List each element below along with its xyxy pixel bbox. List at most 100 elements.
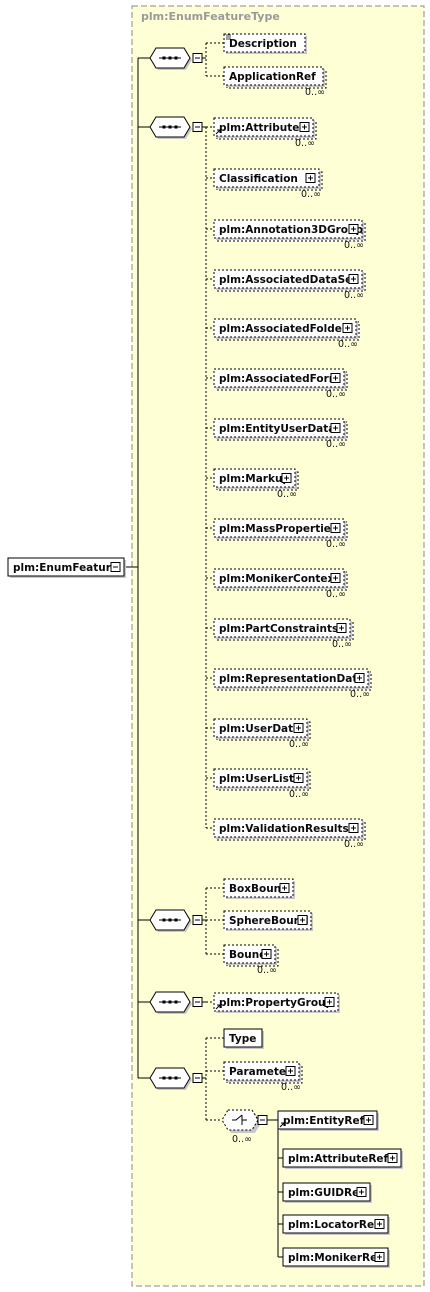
element-box[interactable] bbox=[213, 219, 363, 239]
element-box[interactable] bbox=[282, 1247, 389, 1267]
element-box[interactable] bbox=[223, 1061, 300, 1081]
expand-icon[interactable] bbox=[297, 915, 308, 925]
collapse-icon[interactable] bbox=[192, 997, 203, 1007]
sequence-2[interactable] bbox=[149, 116, 192, 139]
sequence-1[interactable] bbox=[149, 47, 192, 70]
expand-icon[interactable] bbox=[330, 423, 341, 433]
element-plm-entityref[interactable]: plm:EntityRef bbox=[277, 1110, 379, 1131]
element-plm-associatedfolder[interactable]: plm:AssociatedFolder bbox=[213, 318, 360, 341]
element-box[interactable] bbox=[213, 568, 345, 588]
element-box[interactable] bbox=[213, 318, 357, 338]
expand-icon[interactable] bbox=[387, 1153, 398, 1163]
element-box[interactable] bbox=[282, 1148, 402, 1168]
element-plm-attributeref[interactable]: plm:AttributeRef bbox=[282, 1148, 403, 1169]
expand-icon[interactable] bbox=[281, 473, 292, 483]
element-box[interactable] bbox=[213, 269, 363, 289]
expand-icon[interactable] bbox=[374, 1219, 385, 1229]
expand-icon[interactable] bbox=[330, 373, 341, 383]
element-label: plm:MonikerRef bbox=[288, 1252, 382, 1264]
collapse-icon[interactable] bbox=[110, 562, 121, 572]
element-box[interactable] bbox=[213, 518, 345, 538]
element-box[interactable] bbox=[213, 768, 308, 788]
expand-icon[interactable] bbox=[363, 1115, 374, 1125]
element-plm-partconstraints[interactable]: plm:PartConstraints bbox=[213, 618, 354, 641]
element-box[interactable] bbox=[213, 117, 314, 137]
element-box[interactable] bbox=[7, 557, 125, 577]
expand-icon[interactable] bbox=[293, 773, 304, 783]
element-box[interactable] bbox=[213, 418, 345, 438]
collapse-icon[interactable] bbox=[192, 53, 203, 63]
element-boxbound[interactable]: BoxBound bbox=[223, 878, 295, 899]
element-box[interactable] bbox=[277, 1110, 378, 1130]
expand-icon[interactable] bbox=[285, 1066, 296, 1076]
collapse-icon[interactable] bbox=[192, 122, 203, 132]
expand-icon[interactable] bbox=[348, 823, 359, 833]
element-description[interactable]: Description bbox=[223, 33, 307, 54]
element-plm-representationdata[interactable]: plm:RepresentationData bbox=[213, 668, 372, 691]
element-plm-validationresults[interactable]: plm:ValidationResults bbox=[213, 818, 366, 841]
expand-icon[interactable] bbox=[374, 1252, 385, 1262]
expand-icon[interactable] bbox=[330, 573, 341, 583]
element-plm-monikercontext[interactable]: plm:MonikerContext bbox=[213, 568, 348, 591]
expand-icon[interactable] bbox=[305, 173, 316, 183]
element-plm-guidref[interactable]: plm:GUIDRef bbox=[282, 1182, 372, 1203]
element-box[interactable] bbox=[213, 818, 363, 838]
collapse-icon[interactable] bbox=[192, 915, 203, 925]
expand-icon[interactable] bbox=[293, 723, 304, 733]
expand-icon[interactable] bbox=[336, 623, 347, 633]
choice-shape[interactable] bbox=[221, 1109, 259, 1131]
element-box[interactable] bbox=[223, 878, 294, 898]
root-element[interactable]: plm:EnumFeature bbox=[7, 557, 126, 578]
element-classification[interactable]: Classification bbox=[213, 168, 323, 191]
sequence-3[interactable] bbox=[149, 909, 192, 932]
element-plm-attribute[interactable]: plm:Attribute bbox=[213, 117, 317, 140]
element-applicationref[interactable]: ApplicationRef bbox=[223, 66, 327, 89]
element-box[interactable] bbox=[213, 368, 345, 388]
expand-icon[interactable] bbox=[261, 949, 272, 959]
element-plm-userlist[interactable]: plm:UserList bbox=[213, 768, 311, 791]
expand-icon[interactable] bbox=[356, 1187, 367, 1197]
choice-compositor[interactable] bbox=[221, 1109, 261, 1133]
element-plm-monikerref[interactable]: plm:MonikerRef bbox=[282, 1247, 390, 1268]
element-box[interactable] bbox=[213, 668, 369, 688]
expand-icon[interactable] bbox=[279, 883, 290, 893]
cardinality-label: 0..∞ bbox=[277, 489, 297, 500]
expand-icon[interactable] bbox=[348, 274, 359, 284]
element-box[interactable] bbox=[282, 1182, 371, 1202]
element-box[interactable] bbox=[223, 33, 306, 53]
element-plm-annotation3dgroup[interactable]: plm:Annotation3DGroup bbox=[213, 219, 366, 242]
element-box[interactable] bbox=[223, 1028, 263, 1048]
element-label: SphereBound bbox=[229, 915, 309, 927]
expand-icon[interactable] bbox=[348, 224, 359, 234]
collapse-icon[interactable] bbox=[192, 1073, 203, 1083]
element-box[interactable] bbox=[223, 66, 324, 86]
element-plm-markup[interactable]: plm:Markup bbox=[213, 468, 299, 491]
expand-icon[interactable] bbox=[330, 523, 341, 533]
expand-icon[interactable] bbox=[324, 997, 335, 1007]
expand-icon[interactable] bbox=[342, 323, 353, 333]
element-box[interactable] bbox=[213, 468, 296, 488]
element-plm-associateddataset[interactable]: plm:AssociatedDataSet bbox=[213, 269, 366, 292]
element-box[interactable] bbox=[213, 168, 320, 188]
cardinality-label: 0..∞ bbox=[289, 789, 309, 800]
element-plm-massproperties[interactable]: plm:MassProperties bbox=[213, 518, 348, 541]
element-plm-associatedform[interactable]: plm:AssociatedForm bbox=[213, 368, 348, 391]
element-box[interactable] bbox=[223, 910, 312, 930]
element-plm-propertygroup[interactable]: plm:PropertyGroup bbox=[213, 992, 340, 1013]
element-box[interactable] bbox=[282, 1214, 389, 1234]
element-plm-userdata[interactable]: plm:UserData bbox=[213, 718, 311, 741]
element-box[interactable] bbox=[213, 992, 339, 1012]
expand-icon[interactable] bbox=[299, 122, 310, 132]
element-box[interactable] bbox=[213, 618, 351, 638]
element-box[interactable] bbox=[213, 718, 308, 738]
element-plm-locatorref[interactable]: plm:LocatorRef bbox=[282, 1214, 390, 1235]
collapse-icon[interactable] bbox=[257, 1115, 268, 1125]
element-parameter[interactable]: Parameter bbox=[223, 1061, 303, 1084]
element-spherebound[interactable]: SphereBound bbox=[223, 910, 313, 931]
sequence-dot bbox=[174, 1000, 178, 1004]
sequence-5[interactable] bbox=[149, 1067, 192, 1090]
sequence-4[interactable] bbox=[149, 991, 192, 1014]
element-type[interactable]: Type bbox=[223, 1028, 264, 1049]
expand-icon[interactable] bbox=[354, 673, 365, 683]
element-plm-entityuserdata[interactable]: plm:EntityUserData bbox=[213, 418, 348, 441]
